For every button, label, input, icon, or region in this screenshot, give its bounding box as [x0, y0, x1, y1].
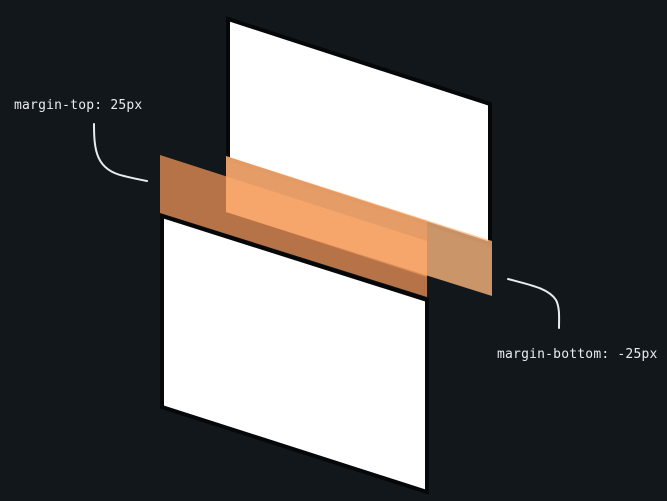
margin-top-leader	[93, 123, 148, 182]
margin-bottom-label: margin-bottom: -25px	[497, 347, 658, 362]
lower-box	[160, 213, 429, 495]
margin-overlap-region	[226, 156, 427, 277]
margin-bottom-leader	[507, 278, 561, 329]
margin-top-label: margin-top: 25px	[14, 98, 142, 113]
